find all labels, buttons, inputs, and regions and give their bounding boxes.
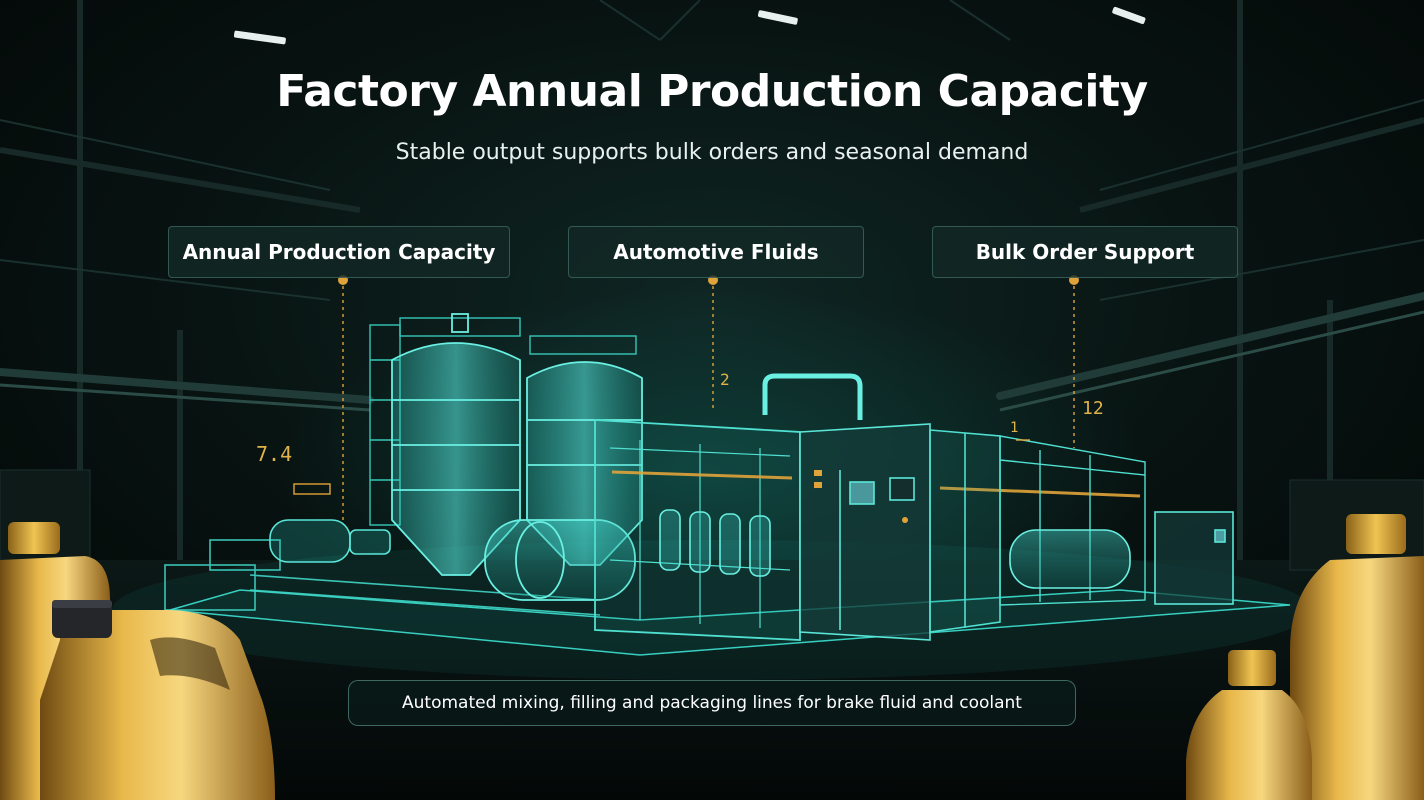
callout-automotive-fluids: Automotive Fluids — [568, 226, 864, 278]
production-lines-caption: Automated mixing, filling and packaging … — [348, 680, 1076, 726]
capacity-figure-left: 7.4 — [256, 442, 293, 466]
right-tall-jug — [1290, 514, 1424, 800]
left-front-jug — [40, 600, 275, 800]
page-subtitle: Stable output supports bulk orders and s… — [395, 140, 1029, 165]
capacity-figure-center: 2 — [720, 370, 730, 389]
right-small-bottle — [1186, 650, 1312, 800]
capacity-figure-right-small: 1 — [1010, 420, 1019, 436]
capacity-figure-right: 12 — [1082, 398, 1104, 419]
callout-bulk-order-support: Bulk Order Support — [932, 226, 1238, 278]
callout-annual-production-capacity: Annual Production Capacity — [168, 226, 510, 278]
page-title: Factory Annual Production Capacity — [276, 66, 1148, 117]
